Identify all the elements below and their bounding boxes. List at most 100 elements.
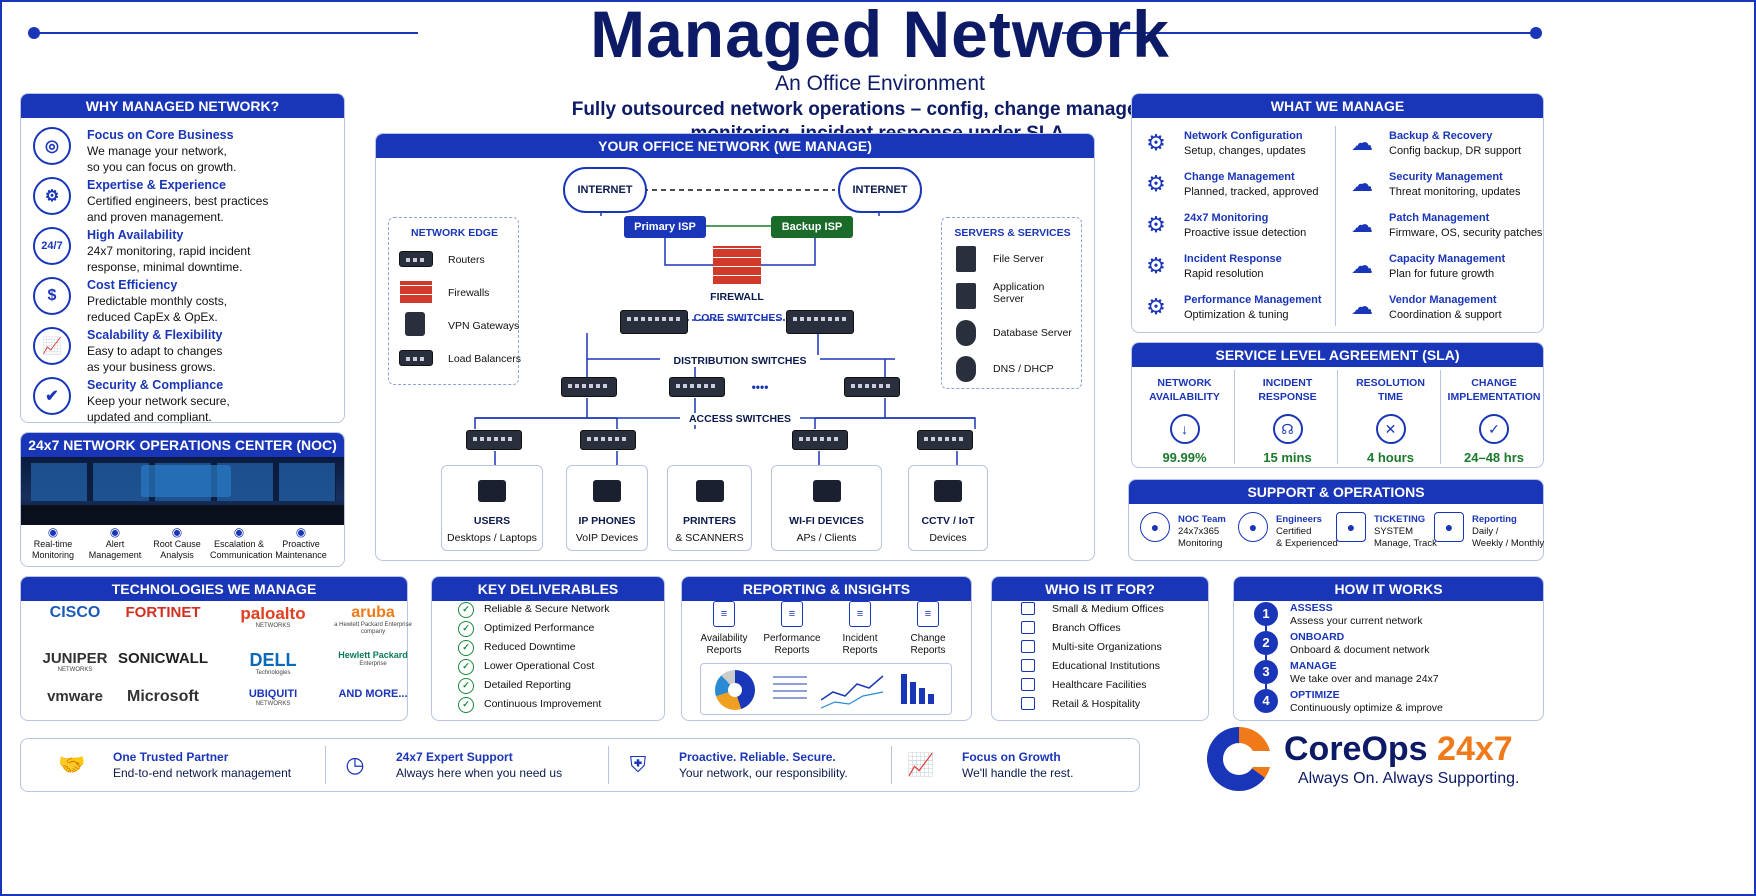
tech-logo-cisco: CISCO <box>49 604 101 621</box>
server-item-label: Application Server <box>993 281 1045 305</box>
magnify-icon: ◉ <box>171 525 183 539</box>
edge-item-label: Firewalls <box>448 287 490 299</box>
engineer-icon: ● <box>1238 512 1268 542</box>
step-number: 3 <box>1254 660 1278 684</box>
network-edge-box: NETWORK EDGE <box>388 217 519 385</box>
how-title: HOW IT WORKS <box>1234 577 1543 601</box>
core-switch-left-icon <box>620 310 688 334</box>
shield-check-icon: ⛨ <box>629 752 647 777</box>
how-timeline <box>1265 610 1267 702</box>
file-server-icon <box>956 246 976 272</box>
headset-icon: ☊ <box>1272 414 1303 444</box>
deliverable-item: Detailed Reporting <box>458 678 571 694</box>
edge-item-label: Routers <box>448 254 485 266</box>
how-panel: HOW IT WORKS <box>1233 576 1544 721</box>
deliverable-item: Reduced Downtime <box>458 640 576 656</box>
why-title: WHY MANAGED NETWORK? <box>21 94 344 118</box>
server-item-label: File Server <box>993 253 1044 265</box>
database-icon <box>956 320 976 346</box>
access-switch-3-icon <box>792 430 848 450</box>
brand-name: CoreOps 24x7 <box>1284 730 1513 768</box>
bottom-divider <box>325 746 326 784</box>
ip-phone-icon <box>593 480 621 502</box>
access-switch-2-icon <box>580 430 636 450</box>
who-item: Branch Offices <box>1052 622 1121 634</box>
noc-title: 24x7 NETWORK OPERATIONS CENTER (NOC) <box>21 433 344 457</box>
core-switches-label: CORE SWITCHES <box>693 312 783 324</box>
performance-report-icon: ≡ <box>781 601 803 627</box>
page-title: Managed Network <box>590 0 1170 71</box>
tech-logo-and-more-: AND MORE... <box>338 688 408 700</box>
performance-chart-icon: ⚙ <box>1146 294 1166 319</box>
step-number: 1 <box>1254 602 1278 626</box>
branch-icon <box>1021 621 1035 634</box>
primary-isp: Primary ISP <box>624 216 706 238</box>
access-switch-4-icon <box>917 430 973 450</box>
step-number: 2 <box>1254 631 1278 655</box>
change-report-icon: ≡ <box>917 601 939 627</box>
shield-icon: ☁ <box>1351 171 1373 196</box>
noc-item: ◉Escalation &Communication <box>210 525 273 560</box>
server-item-label: Database Server <box>993 327 1072 339</box>
bell-icon: ◉ <box>109 525 121 539</box>
growth-chart-icon: 📈 <box>907 752 935 777</box>
header-right-dot <box>1530 27 1542 39</box>
education-icon <box>1021 659 1035 672</box>
app-server-icon <box>956 283 976 309</box>
step-number: 4 <box>1254 689 1278 713</box>
deliver-title: KEY DELIVERABLES <box>432 577 664 601</box>
noc-panel: 24x7 NETWORK OPERATIONS CENTER (NOC) <box>20 432 345 567</box>
bottom-divider <box>891 746 892 784</box>
office-building-icon <box>1021 602 1035 615</box>
internet-cloud-right: INTERNET <box>838 167 922 213</box>
deliverable-item: Reliable & Secure Network <box>458 602 609 618</box>
tools-icon: ✕ <box>1375 414 1406 444</box>
firewall-icon <box>400 281 432 303</box>
bottom-item: Proactive. Reliable. Secure.Your network… <box>679 750 848 780</box>
page-subtitle: An Office Environment <box>775 72 985 95</box>
access-switch-1-icon <box>466 430 522 450</box>
dns-icon <box>956 356 976 382</box>
dist-switch-1-icon <box>561 377 617 397</box>
noc-photo <box>21 457 344 525</box>
tech-title: TECHNOLOGIES WE MANAGE <box>21 577 407 601</box>
bottom-bar <box>20 738 1140 792</box>
more-switches-dots: •••• <box>751 380 769 394</box>
clock-24-7-icon: ◷ <box>345 752 365 777</box>
reporting-title: REPORTING & INSIGHTS <box>682 577 971 601</box>
server-item-label: DNS / DHCP <box>993 363 1054 375</box>
target-icon: ◎ <box>33 127 71 165</box>
laptop-desktop-icon <box>478 480 506 502</box>
tech-logo-sonicwall: SONICWALL <box>118 650 208 667</box>
tech-logo-vmware: vmware <box>47 688 103 705</box>
header-left-line <box>36 32 418 34</box>
deliverable-item: Continuous Improvement <box>458 697 601 713</box>
clock-24-7-icon: 24/7 <box>33 227 71 265</box>
bottom-divider <box>608 746 609 784</box>
